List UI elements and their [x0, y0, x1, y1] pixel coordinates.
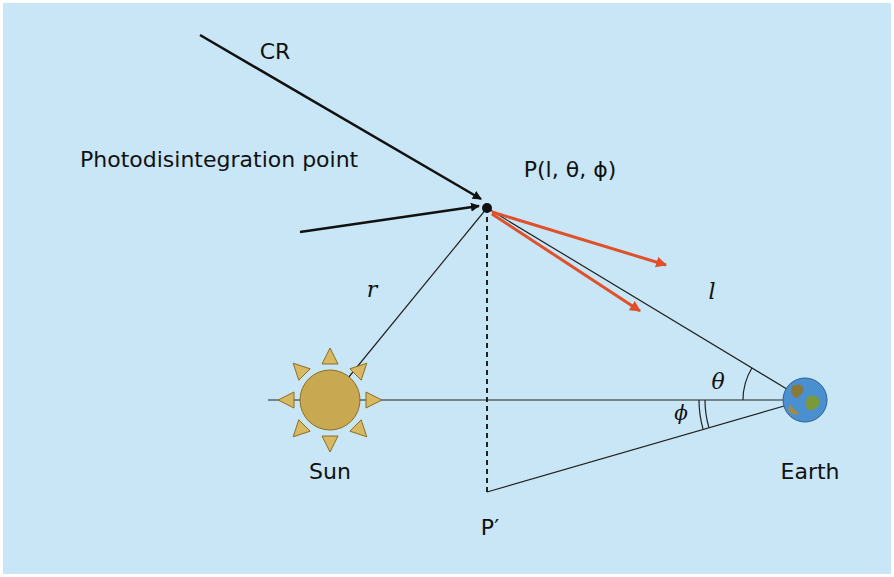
body-label: Sun	[309, 460, 351, 484]
background	[3, 3, 891, 574]
point-coordinates: P(l, θ, ϕ)	[524, 158, 617, 182]
pointer-arrow	[300, 206, 479, 232]
radius-line	[330, 208, 487, 400]
body-label: Earth	[781, 460, 840, 484]
distance-symbol: l	[708, 280, 715, 304]
point-label: P′	[481, 516, 499, 540]
distance-line	[487, 208, 805, 400]
ray-label: CR	[260, 40, 291, 64]
emission-arrow	[492, 214, 640, 311]
projection-earth-line	[487, 400, 805, 492]
photodisintegration-dot	[482, 203, 492, 213]
angle-symbol: ϕ	[674, 402, 688, 424]
cosmic-ray-arrow	[200, 35, 481, 199]
angle-symbol: θ	[711, 370, 724, 394]
phi-arc	[699, 400, 703, 429]
emission-arrow	[492, 212, 666, 265]
sun-icon	[278, 348, 382, 452]
theta-arc	[743, 368, 752, 400]
radius-symbol: r	[367, 278, 378, 302]
point-label: Photodisintegration point	[80, 124, 360, 196]
earth-icon	[783, 378, 827, 422]
projection-line	[486, 208, 488, 492]
phi-arc	[705, 400, 709, 427]
